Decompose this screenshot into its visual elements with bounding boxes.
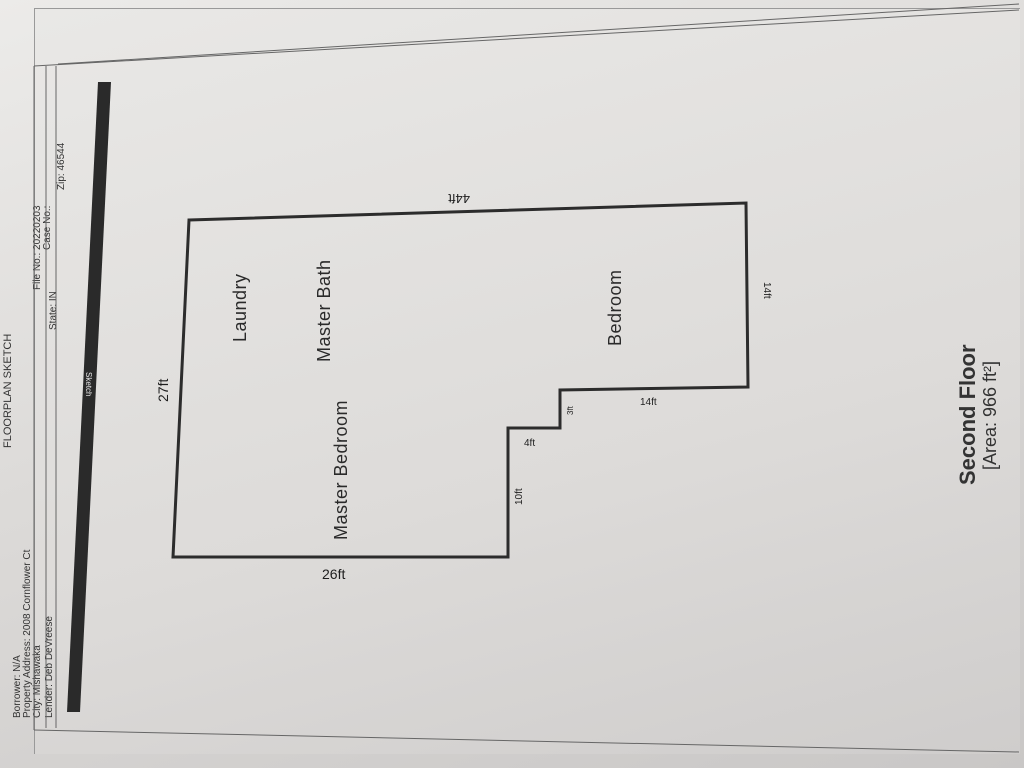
- dimension-step-horizontal: 4ft: [524, 438, 536, 449]
- room-label-master-bath: Master Bath: [314, 259, 334, 362]
- dimension-step-small: 3ft: [566, 406, 575, 415]
- dimension-right: 14ft: [761, 282, 772, 299]
- sketch-bar-label: Sketch: [84, 372, 93, 397]
- floor-outline: [171, 201, 750, 559]
- room-label-bedroom: Bedroom: [605, 269, 625, 346]
- dimension-top: 44ft: [448, 191, 470, 206]
- dimension-step-vertical: 10ft: [514, 488, 525, 505]
- dimension-lower-wall: 14ft: [640, 397, 657, 408]
- floor-area: [Area: 966 ft²]: [980, 360, 1000, 470]
- sketch-sheet: [34, 8, 1020, 754]
- dimension-left: 27ft: [155, 378, 171, 402]
- dimension-bottom: 26ft: [322, 566, 346, 582]
- floor-name: Second Floor: [955, 344, 980, 485]
- room-label-master-bedroom: Master Bedroom: [331, 399, 351, 540]
- room-label-laundry: Laundry: [230, 273, 250, 342]
- header-frame-lines: [33, 3, 1020, 753]
- sketch-bar: [67, 82, 111, 712]
